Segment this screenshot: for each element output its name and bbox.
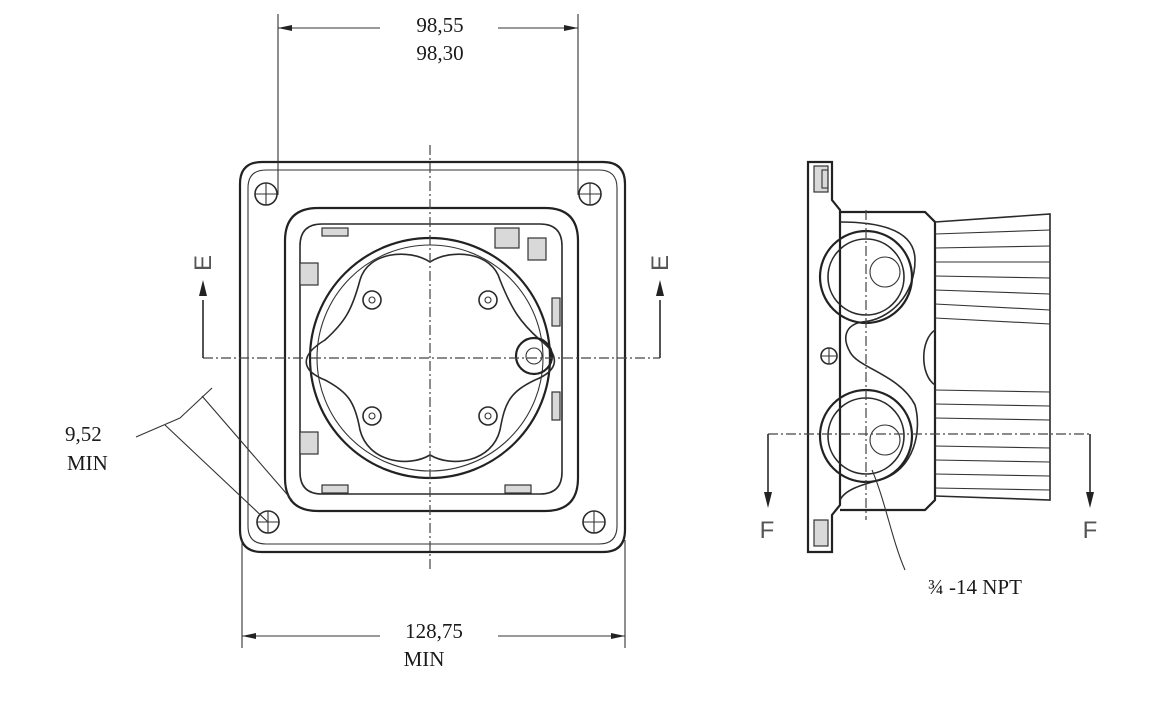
- section-e-arrow-left: [199, 280, 207, 296]
- dim-overall-width-note: MIN: [404, 647, 445, 671]
- housing-inner: [299, 223, 563, 495]
- front-view: E E 98,55 98,30 128,75 MIN 9,52 MIN: [65, 13, 674, 671]
- dim-edge-distance-note: MIN: [67, 451, 108, 475]
- dim-edge-distance: 9,52: [65, 422, 102, 446]
- cover-screws: [362, 290, 498, 426]
- thread-callout: ¾ -14 NPT: [928, 575, 1022, 599]
- front-flange-inner-edge: [247, 169, 618, 545]
- housing-outer: [283, 206, 580, 513]
- motor-fins: [923, 213, 1051, 501]
- front-flange-outline: [238, 160, 627, 554]
- section-e-label-right: E: [647, 255, 674, 271]
- section-f-arrow-left: [764, 492, 772, 508]
- section-f-label-left: F: [760, 517, 775, 544]
- port-boss: [514, 336, 554, 376]
- flange-mounting-holes: [254, 182, 606, 534]
- side-view: F F ¾ -14 NPT: [760, 160, 1098, 599]
- section-f-label-right: F: [1083, 517, 1098, 544]
- dim-hole-spacing-max: 98,55: [416, 13, 463, 37]
- section-e-arrow-right: [656, 280, 664, 296]
- housing-clips: [299, 227, 561, 494]
- side-body-outline: [840, 210, 937, 512]
- dim-hole-spacing-min: 98,30: [416, 41, 463, 65]
- side-flange: [806, 160, 842, 554]
- section-f-arrow-right: [1086, 492, 1094, 508]
- dim-overall-width: 128,75: [405, 619, 463, 643]
- npt-leader: [871, 469, 906, 571]
- section-e-label-left: E: [190, 255, 217, 271]
